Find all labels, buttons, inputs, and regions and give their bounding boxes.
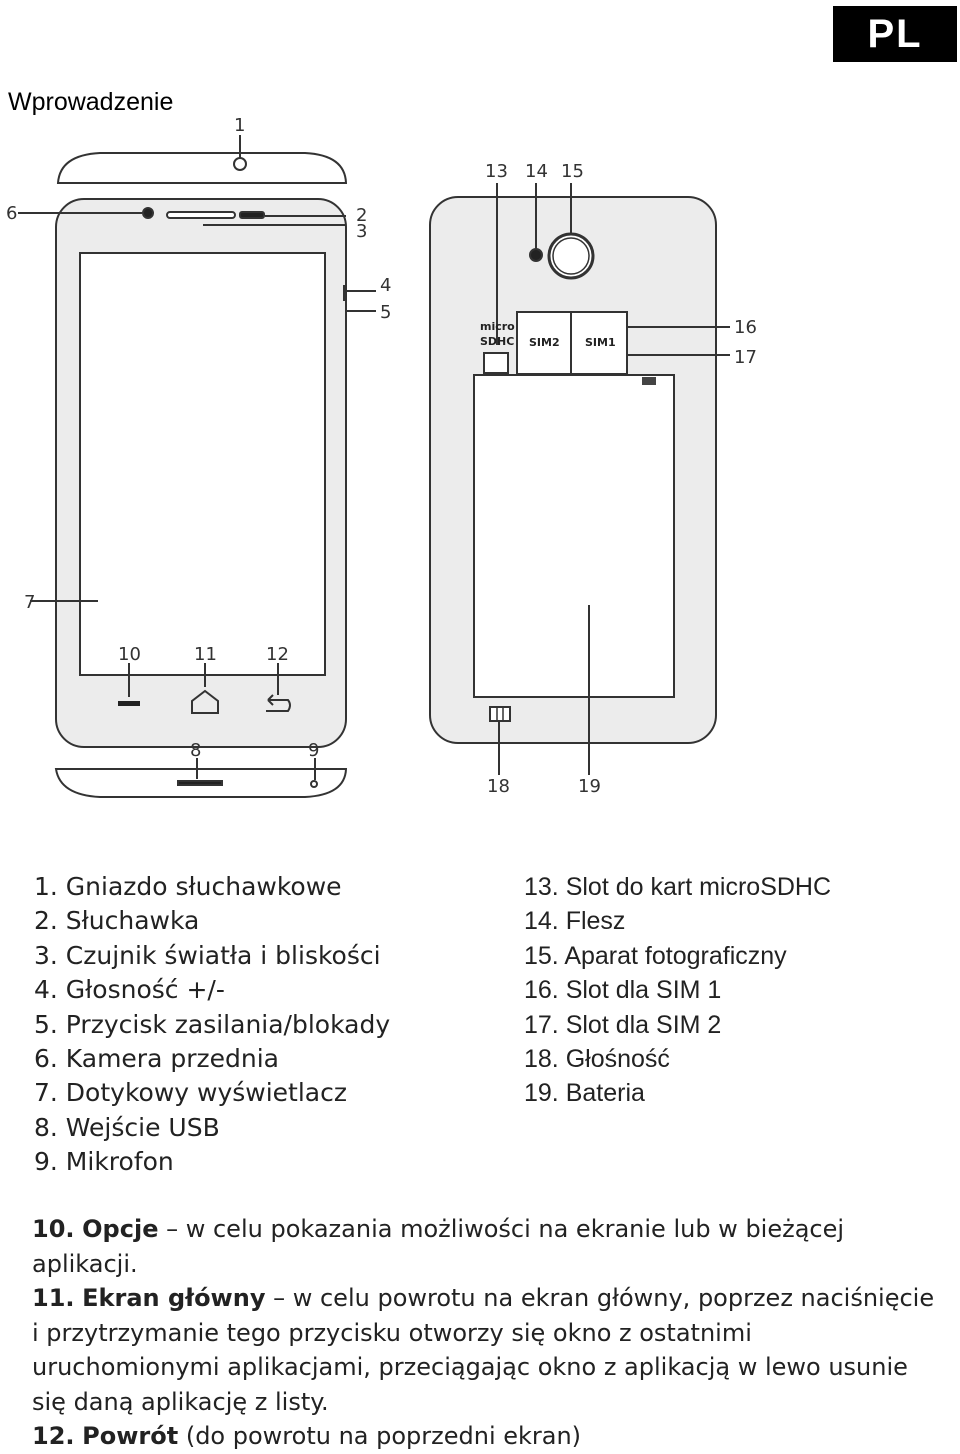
battery xyxy=(473,374,675,698)
description-item: 11. Ekran główny – w celu powrotu na ekr… xyxy=(32,1281,947,1419)
description-text: – w celu powrotu na ekran główny, poprze… xyxy=(32,1284,935,1416)
description-item: 12. Powrót (do powrotu na poprzedni ekra… xyxy=(32,1419,947,1454)
section-title: Wprowadzenie xyxy=(8,88,174,116)
callout-15: 15 xyxy=(561,161,584,182)
callout-10: 10 xyxy=(118,644,141,665)
callout-16: 16 xyxy=(734,317,757,338)
usb-port xyxy=(177,780,223,786)
description-text: (do powrotu na poprzedni ekran) xyxy=(178,1422,582,1450)
sim1-slot xyxy=(570,311,628,375)
home-key-icon xyxy=(191,689,219,714)
callout-5: 5 xyxy=(380,302,391,323)
microsdhc-slot xyxy=(483,352,509,374)
camera-icon xyxy=(547,232,595,280)
sim1-label: SIM1 xyxy=(585,336,616,349)
legend-item: 19. Bateria xyxy=(524,1079,645,1108)
legend-item: 16. Slot dla SIM 1 xyxy=(524,976,722,1005)
description-number: 11. xyxy=(32,1284,75,1312)
legend-item: 6. Kamera przednia xyxy=(34,1044,279,1074)
callout-8: 8 xyxy=(190,740,201,761)
proximity-sensor xyxy=(239,211,265,219)
headphone-jack-icon xyxy=(233,157,247,171)
callout-17: 17 xyxy=(734,347,757,368)
legend-item: 9. Mikrofon xyxy=(34,1147,174,1177)
callout-7: 7 xyxy=(24,592,35,613)
description-number: 12. xyxy=(32,1422,75,1450)
touch-screen xyxy=(79,252,326,676)
callout-2: 2 xyxy=(356,205,367,226)
phone-bottom-edge xyxy=(54,768,348,798)
callout-1: 1 xyxy=(234,115,245,136)
description-item: 10. Opcje – w celu pokazania możliwości … xyxy=(32,1212,947,1281)
legend-item: 8. Wejście USB xyxy=(34,1112,220,1142)
callout-14: 14 xyxy=(525,161,548,182)
legend-item: 14. Flesz xyxy=(524,907,626,936)
callout-18: 18 xyxy=(487,776,510,797)
callout-13: 13 xyxy=(485,161,508,182)
callout-4: 4 xyxy=(380,275,391,296)
description-number: 10. xyxy=(32,1215,75,1243)
legend-item: 17. Slot dla SIM 2 xyxy=(524,1010,722,1039)
sdhc-label: SDHC xyxy=(480,335,514,348)
legend-item: 1. Gniazdo słuchawkowe xyxy=(34,872,342,901)
callout-3: 3 xyxy=(356,221,367,242)
flash-icon xyxy=(529,248,543,262)
callout-11: 11 xyxy=(194,644,217,665)
menu-key-icon xyxy=(118,701,140,706)
legend-item: 7. Dotykowy wyświetlacz xyxy=(34,1078,347,1108)
legend-item: 15. Aparat fotograficzny xyxy=(524,941,787,970)
description-term: Powrót xyxy=(82,1422,179,1450)
description-term: Ekran główny xyxy=(82,1284,266,1312)
micro-label: micro xyxy=(480,320,515,333)
sim2-label: SIM2 xyxy=(529,336,560,349)
callout-6: 6 xyxy=(6,203,17,224)
front-parts-legend: 1. Gniazdo słuchawkowe 2. Słuchawka 3. C… xyxy=(34,870,390,1180)
legend-item: 4. Głosność +/- xyxy=(34,975,225,1005)
front-camera-icon xyxy=(142,207,154,219)
earpiece xyxy=(166,211,236,219)
description-term: Opcje xyxy=(82,1215,159,1243)
legend-item: 3. Czujnik światła i bliskości xyxy=(34,940,381,970)
microphone-icon xyxy=(310,780,318,788)
button-descriptions: 10. Opcje – w celu pokazania możliwości … xyxy=(32,1212,947,1454)
phone-top-edge xyxy=(56,152,348,184)
back-parts-legend: 13. Slot do kart microSDHC 14. Flesz 15.… xyxy=(524,870,831,1111)
description-text: – w celu pokazania możliwości na ekranie… xyxy=(32,1215,845,1278)
legend-item: 18. Głośność xyxy=(524,1045,670,1074)
sim2-slot xyxy=(516,311,572,375)
phone-diagram: 1 2 3 4 5 6 7 8 9 10 11 12 13 14 15 16 1… xyxy=(6,115,757,798)
legend-item: 13. Slot do kart microSDHC xyxy=(524,873,832,901)
speaker-grille-icon xyxy=(489,706,511,722)
callout-19: 19 xyxy=(578,776,601,797)
callout-12: 12 xyxy=(266,644,289,665)
language-badge: PL xyxy=(833,6,957,62)
back-key-icon xyxy=(266,694,291,712)
legend-item: 2. Słuchawka xyxy=(34,906,200,936)
legend-item: 5. Przycisk zasilania/blokady xyxy=(34,1009,391,1039)
callout-9: 9 xyxy=(308,740,319,761)
